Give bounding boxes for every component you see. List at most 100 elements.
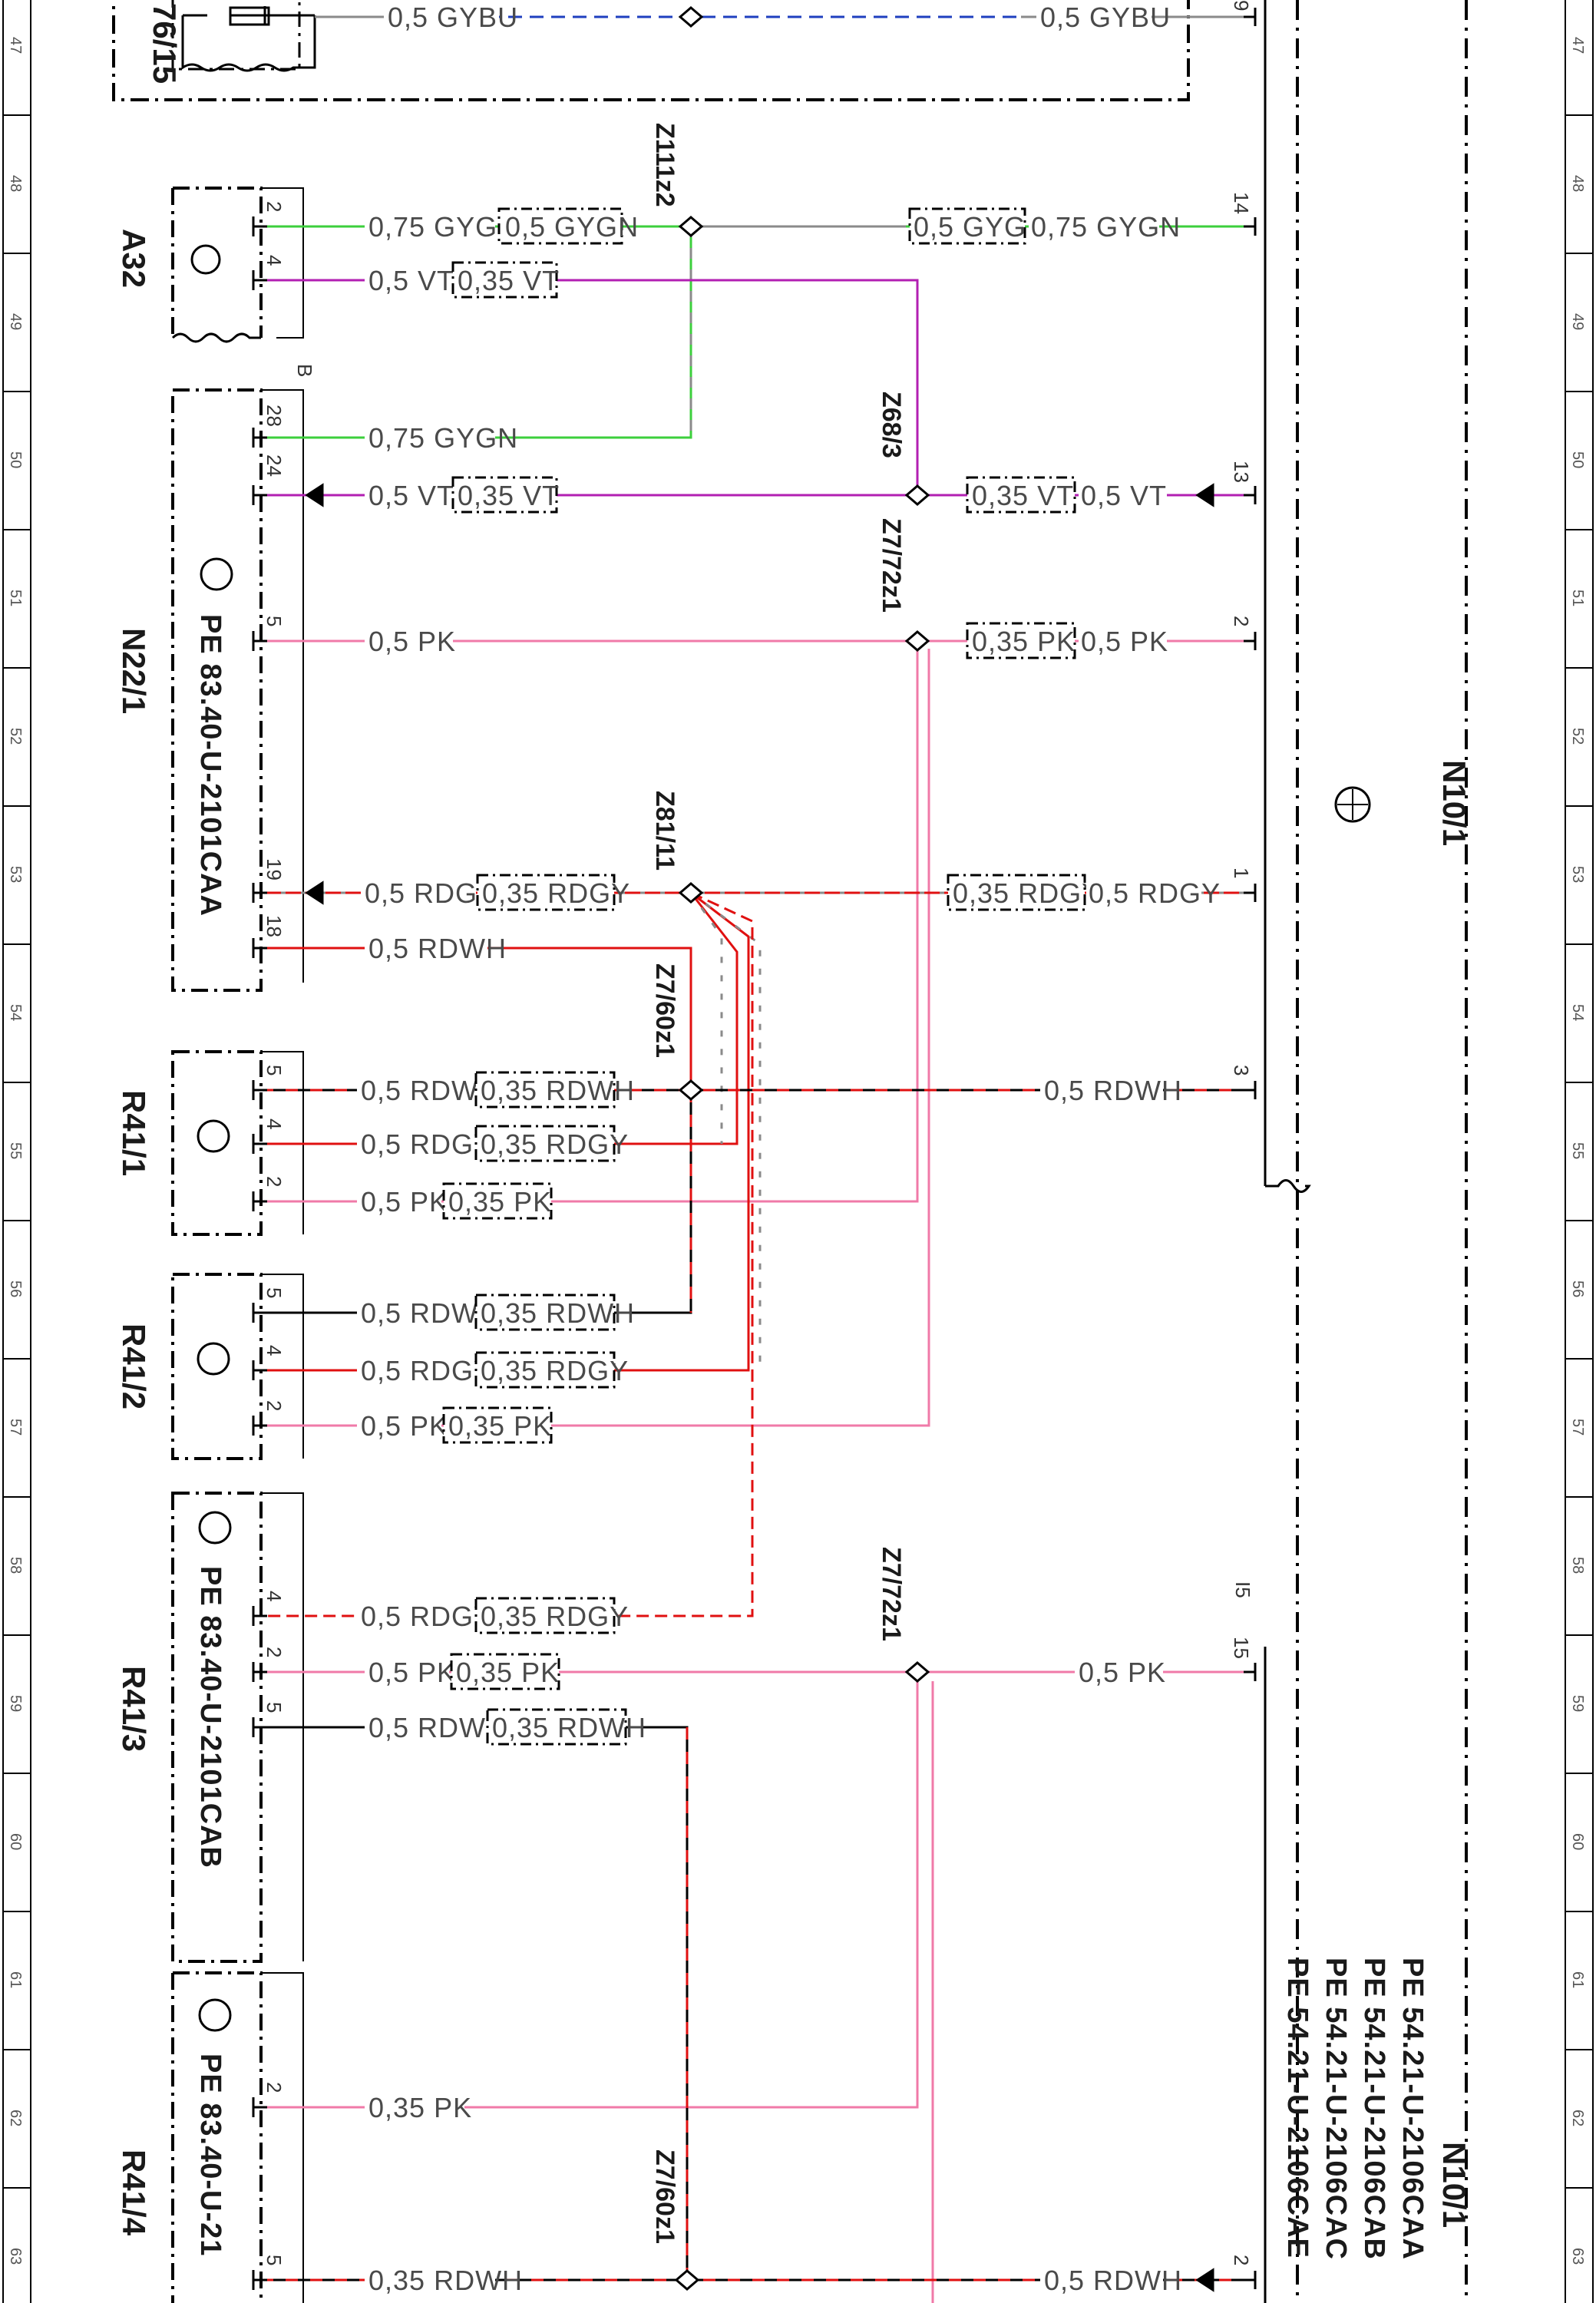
pe-r41-3: PE 83.40-U-2101CAB [194, 1566, 226, 1869]
component-r41-1: R41/1 [116, 1050, 304, 1236]
pin-n22-5: 5 [263, 616, 286, 626]
pe-n10-1-d: PE 54.21-U-2106CAE [1281, 1958, 1313, 2258]
grid-row-label: 52 [7, 728, 24, 745]
wire-label-pk05-r41-3: 0,5 PK [368, 1657, 456, 1688]
grid-row-label: 61 [1569, 1971, 1586, 1988]
component-a32: A32 [116, 187, 304, 343]
pin-r41-3-2: 2 [263, 1647, 286, 1657]
grid-row-label: 51 [7, 590, 24, 606]
splice-z7-60z1-a: Z7/60z1 [650, 963, 679, 1058]
pin-n10-3: 3 [1230, 1065, 1253, 1076]
pin-n10-2: 2 [1230, 616, 1253, 626]
grid-row-label: 50 [7, 451, 24, 468]
component-n10-1 [1264, 0, 1468, 2303]
splice-z68-3: Z68/3 [877, 392, 906, 458]
wire-label-rdgy05-right: 0,5 RDGY [1089, 877, 1221, 909]
wire-label-rdgy05-r41-1: 0,5 RDGY [361, 1128, 493, 1160]
splice-node-z7-60-a [678, 1079, 704, 1101]
label-n10-1-bottom: N10/1 [1436, 2142, 1472, 2228]
splice-node-z111 [678, 216, 704, 237]
wire-label-pk05-n22: 0,5 PK [368, 626, 456, 657]
grid-row-label: 48 [1569, 175, 1586, 192]
wire-label-gybu-left: 0,5 GYBU [388, 2, 518, 33]
wire-label-vt05-n22: 0,5 VT [368, 480, 454, 511]
wire-label-vt035-right: 0,35 VT [972, 480, 1074, 511]
grid-row-label: 48 [7, 175, 24, 192]
grid-row-label: 56 [7, 1280, 24, 1297]
component-r41-3: PE 83.40-U-2101CAB R41/3 [116, 1492, 304, 1963]
grid-row-label: 60 [7, 1833, 24, 1850]
wire-label-vt035-a32: 0,35 VT [458, 265, 560, 296]
pin-n10-14: 14 [1230, 192, 1253, 214]
grid-row-label: 57 [7, 1419, 24, 1436]
pin-r41-3-4: 4 [263, 1591, 286, 1601]
wire-label-vt05-right: 0,5 VT [1081, 480, 1167, 511]
wire-label-rdwh035-r41-1: 0,35 RDWH [481, 1075, 635, 1106]
pin-r41-1-5: 5 [263, 1065, 286, 1076]
right-grid-ruler [1565, 0, 1594, 2303]
wire-label-pk05-right-r41-3: 0,5 PK [1079, 1657, 1166, 1688]
splice-nodes [674, 6, 930, 2291]
connector-b: B [293, 364, 316, 377]
grid-row-label: 49 [1569, 313, 1586, 330]
component-76-15: 76/15 [112, 0, 1190, 101]
connector-i5: I5 [1231, 1581, 1254, 1598]
wire-label-pk035-r41-4: 0,35 PK [368, 2092, 472, 2123]
grid-row-label: 53 [1569, 866, 1586, 883]
pin-stubs-right [1195, 8, 1257, 2292]
wire-label-gygn075-right: 0,75 GYGN [1031, 211, 1181, 243]
wire-label-pk035-r41-1: 0,35 PK [448, 1186, 552, 1218]
label-r41-1: R41/1 [116, 1090, 152, 1176]
pin-n10-9: 9 [1230, 0, 1253, 11]
grid-row-label: 57 [1569, 1419, 1586, 1436]
splice-z111z2: Z111z2 [650, 123, 679, 207]
wire-label-gygn075-n22: 0,75 GYGN [368, 422, 518, 454]
pin-numbers: 2 4 28 24 5 19 18 5 4 2 5 4 2 4 2 5 2 5 [263, 201, 286, 2265]
pin-r41-3-5: 5 [263, 1702, 286, 1713]
splice-node-z81 [678, 882, 704, 904]
grid-row-label: 59 [7, 1695, 24, 1712]
pin-r41-1-2: 2 [263, 1176, 286, 1187]
pin-r41-2-5: 5 [263, 1287, 286, 1298]
wire-label-gygn05-right: 0,5 GYGN [914, 211, 1047, 243]
wire-label-rdgy035-n22: 0,35 RDGY [482, 877, 630, 909]
grid-row-label: 53 [7, 866, 24, 883]
wire-label-pk05-r41-1: 0,5 PK [361, 1186, 448, 1218]
splice-node-z7-72-a [904, 630, 930, 652]
grid-row-label: 63 [1569, 2248, 1586, 2265]
grid-row-label: 56 [1569, 1280, 1586, 1297]
label-n10-1-main: N10/1 [1436, 760, 1472, 846]
grid-row-label: 54 [7, 1004, 24, 1021]
label-a32: A32 [116, 229, 152, 288]
wire-label-rdgy035-r41-3: 0,35 RDGY [481, 1601, 629, 1632]
label-n22-1: N22/1 [116, 628, 152, 714]
pin-a32-2: 2 [263, 201, 286, 212]
wire-label-rdwh05-n22: 0,5 RDWH [368, 933, 507, 964]
label-r41-3: R41/3 [116, 1666, 152, 1752]
grid-row-label: 52 [1569, 728, 1586, 745]
pe-n10-1-b: PE 54.21-U-2106CAB [1358, 1958, 1390, 2260]
splice-node-z7-60-b [674, 2269, 700, 2291]
pin-n10-15: 15 [1230, 1637, 1253, 1659]
pin-numbers-right: 9 14 13 2 1 3 15 2 I5 [1230, 0, 1254, 2265]
pin-n22-18: 18 [263, 915, 286, 937]
n10-labels: N10/1 N10/1 PE 54.21-U-2106CAA PE 54.21-… [1281, 760, 1472, 2260]
wire-label-pk035-r41-3: 0,35 PK [456, 1657, 560, 1688]
label-r41-4: R41/4 [116, 2149, 152, 2236]
splice-z7-72z1-a: Z7/72z1 [877, 518, 906, 613]
pin-r41-4-2: 2 [263, 2082, 286, 2093]
component-n22-1: PE 83.40-U-2101CAA N22/1 B [116, 364, 316, 992]
splice-z7-60z1-b: Z7/60z1 [650, 2149, 679, 2244]
wire-label-rdgy035-right: 0,35 RDGY [953, 877, 1101, 909]
wire-label-pk035-r41-2: 0,35 PK [448, 1410, 552, 1442]
pe-n22-1: PE 83.40-U-2101CAA [194, 614, 226, 917]
wire-labels: 0,5 GYBU 0,5 GYBU 0,75 GYGN 0,5 GYGN 0,5… [357, 2, 1221, 2296]
grid-row-label: 51 [1569, 590, 1586, 606]
pin-r41-1-4: 4 [263, 1118, 286, 1129]
wire-label-pk05-r41-2: 0,5 PK [361, 1410, 448, 1442]
wire-label-rdgy05-r41-2: 0,5 RDGY [361, 1355, 493, 1386]
pin-r41-2-4: 4 [263, 1345, 286, 1356]
grid-row-label: 63 [7, 2248, 24, 2265]
pin-a32-4: 4 [263, 255, 286, 266]
pin-n22-28: 28 [263, 405, 286, 427]
